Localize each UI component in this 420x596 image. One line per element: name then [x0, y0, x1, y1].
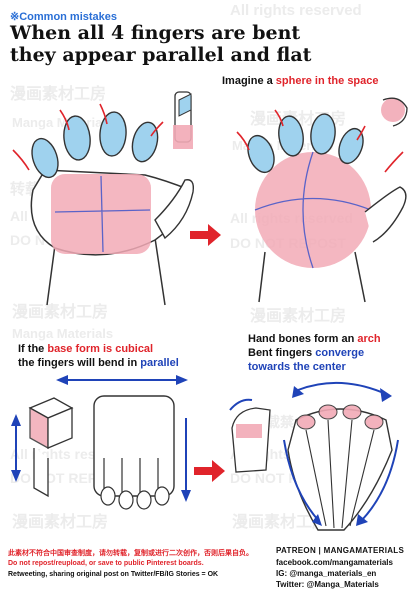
arch-caption-line-3: towards the center: [248, 361, 346, 373]
cubical-caption-line-1: If the base form is cubical: [18, 342, 179, 356]
palm-base-shape: [51, 174, 151, 254]
cubical-hand-illustration: [11, 375, 191, 510]
patreon-brand: PATREON | MANGAMATERIALS: [276, 546, 405, 555]
cubical-caption-text: If the: [18, 343, 48, 355]
sphere-shape: [255, 152, 371, 268]
arrow-right-icon: [194, 460, 225, 482]
arch-caption-text: Hand bones form an: [248, 333, 358, 345]
watermark-rights: All rights reserved: [230, 2, 362, 19]
footer-cn-notice: 此素材不符合中国审查制度，请勿转载，复制或进行二次创作，否则后果自负。: [8, 550, 253, 557]
headline: When all 4 fingers are bent they appear …: [10, 22, 410, 66]
arch-caption-line-2: Bent fingers converge: [248, 346, 381, 360]
sphere-caption: Imagine a sphere in the space: [222, 74, 379, 88]
arch-caption: Hand bones form an arch Bent fingers con…: [248, 332, 381, 374]
curved-hand-illustration: [236, 97, 408, 303]
watermark-cn: 漫画素材工房: [250, 308, 347, 325]
cubical-caption-highlight: base form is cubical: [47, 343, 154, 355]
instagram-handle: IG: @manga_materials_en: [276, 569, 377, 578]
headline-line-1: When all 4 fingers are bent: [10, 22, 301, 44]
arrow-right-icon: [190, 224, 221, 246]
facebook-handle: facebook.com/mangamaterials: [276, 558, 393, 567]
twitter-handle: Twitter: @Manga_Materials: [276, 580, 379, 589]
footer-repost-notice: Do not repost/reupload, or save to publi…: [8, 560, 204, 567]
flat-hand-illustration: [12, 91, 195, 306]
footer-sharing-notice: Retweeting, sharing original post on Twi…: [8, 571, 219, 578]
cubical-caption-text-2: the fingers will bend in: [18, 357, 141, 369]
cubical-caption-highlight-2: parallel: [140, 357, 179, 369]
common-mistakes-note: ※Common mistakes: [10, 11, 118, 23]
cubical-caption-line-2: the fingers will bend in parallel: [18, 356, 179, 370]
patreon-label: PATREON: [276, 546, 317, 555]
arch-caption-text-2: Bent fingers: [248, 347, 316, 359]
sphere-caption-text: Imagine a: [222, 75, 276, 87]
cubical-caption: If the base form is cubical the fingers …: [18, 342, 179, 370]
arch-caption-line-1: Hand bones form an arch: [248, 332, 381, 346]
arch-hand-illustration: [229, 381, 399, 531]
patreon-name: MANGAMATERIALS: [323, 546, 405, 555]
watermark-brand: Manga Materials: [12, 326, 114, 341]
arch-caption-highlight-2: converge: [315, 347, 365, 359]
arch-caption-highlight: arch: [357, 333, 381, 345]
headline-line-2: they appear parallel and flat: [10, 44, 312, 66]
sphere-caption-highlight: sphere in the space: [275, 75, 379, 87]
